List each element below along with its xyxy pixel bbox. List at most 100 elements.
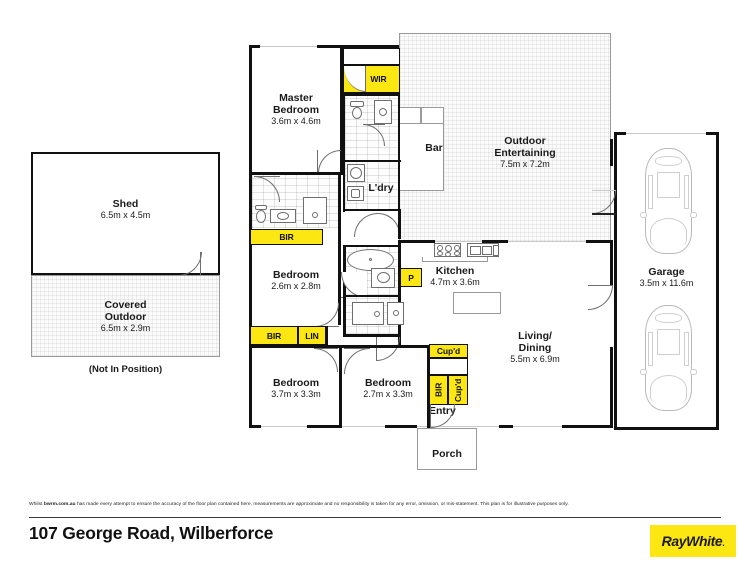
window-bottom-living-2 <box>513 426 562 428</box>
exterior-wall-bottom-2 <box>307 425 340 428</box>
exterior-wall-top-master-right <box>317 45 399 48</box>
exterior-wall-left <box>249 45 252 235</box>
car1-mirror-right <box>690 212 697 218</box>
wall-hall-vertical <box>398 240 401 310</box>
porch-outline <box>417 428 477 470</box>
cooktop-burner-4 <box>437 251 443 256</box>
basin-main-bath <box>377 272 390 283</box>
wall-kitchen-top-2 <box>482 240 508 243</box>
wall-shower-room-left <box>343 297 346 336</box>
master-bedroom-name-1: Master <box>279 92 313 104</box>
toilet-cistern-ensuite <box>350 101 364 107</box>
garage-pedestrian-door-swing <box>592 190 616 214</box>
bedroom3-door-leaf <box>314 348 338 350</box>
sink-bowl-2 <box>482 246 492 255</box>
wall-bedroom3-top <box>249 345 342 348</box>
garage-name: Garage <box>648 266 685 278</box>
window-top-master <box>260 46 317 48</box>
wall-ldry-bottom <box>343 209 401 212</box>
bathroom-upper-door-leaf <box>254 176 280 178</box>
shower-rose-lower <box>374 311 380 317</box>
cupd-tag-top: Cup'd <box>429 344 468 358</box>
cooktop-burner-5 <box>445 252 451 257</box>
wall-hall-lower <box>398 310 401 348</box>
garage-label: Garage 3.5m x 11.6m <box>614 266 719 288</box>
wall-shower-room-bottom <box>343 334 401 337</box>
exterior-wall-right-top <box>610 139 613 166</box>
garage-wall-top <box>614 132 626 135</box>
toilet-pan-ensuite <box>352 107 362 119</box>
wall-bath-upper-right <box>338 172 341 230</box>
bedroom3-label: Bedroom 3.7m x 3.3m <box>252 377 340 399</box>
cooktop-burner-1 <box>437 245 443 251</box>
wall-bedroom4-right <box>427 345 430 428</box>
disclaimer-post: has made every attempt to ensure the acc… <box>75 502 569 507</box>
wall-ensuite-left <box>343 93 346 163</box>
wall-bedroom2-right <box>338 230 341 325</box>
bedroom4-name: Bedroom <box>364 377 412 389</box>
cupboard-knob <box>393 310 399 316</box>
toilet-cistern-bath-upper <box>255 205 267 210</box>
bedroom2-door-swing <box>315 303 339 327</box>
cooktop-burner-3 <box>454 245 460 251</box>
wall-main-bath-bottom <box>343 295 373 298</box>
raywhite-logo-text: RayWhite. <box>662 533 725 549</box>
exterior-wall-top-left <box>249 45 260 48</box>
car1-side-right <box>684 175 689 209</box>
wall-bath-upper-top <box>249 172 343 175</box>
car2-cabin <box>657 329 680 355</box>
sink-bowl-1 <box>470 246 481 255</box>
exterior-wall-right-living-lower <box>610 347 613 428</box>
bedroom3-dims: 3.7m x 3.3m <box>271 389 321 400</box>
garage-dims: 3.5m x 11.6m <box>639 278 694 289</box>
car1-cabin <box>657 172 680 198</box>
car2-side-left <box>648 332 653 366</box>
laundry-tub-bowl <box>350 167 362 179</box>
living-garage-door-leaf <box>588 285 613 287</box>
bedroom2-label: Bedroom 2.6m x 2.8m <box>252 269 340 291</box>
shower-bath-upper <box>303 197 327 224</box>
master-bedroom-door-swing <box>318 150 341 173</box>
kitchen-bench-line <box>422 257 488 262</box>
garage-wall-right <box>716 132 719 429</box>
not-in-position-note: (Not In Position) <box>88 364 163 375</box>
kitchen-label: Kitchen 4.7m x 3.6m <box>413 265 497 287</box>
toilet-pan-bath-upper <box>256 210 266 223</box>
cupd-label-top: Cup'd <box>436 346 461 356</box>
bedroom4-label: Bedroom 2.7m x 3.3m <box>344 377 432 399</box>
wall-ldry-right <box>398 160 401 212</box>
entry-door-leaf <box>430 404 432 428</box>
garage-wall-left <box>614 132 617 429</box>
exterior-wall-bottom-3 <box>385 425 417 428</box>
plan-footer: Whilst bwrm.com.au has made every attemp… <box>0 495 750 563</box>
wall-kitchen-top <box>399 240 435 243</box>
window-kitchen-top <box>435 241 482 243</box>
exterior-wall-bottom-1 <box>249 425 261 428</box>
disclaimer-pre: Whilst <box>29 502 44 507</box>
bedroom4-door-leaf <box>344 348 370 350</box>
wall-ldry-left <box>343 160 346 212</box>
cooktop-burner-2 <box>445 245 452 252</box>
laundry-door-swing <box>354 213 378 237</box>
exterior-wall-bottom-4 <box>499 425 513 428</box>
shower-waste-bath-upper <box>312 212 318 218</box>
garage-wall-bottom <box>614 427 719 430</box>
shower-tray-lower <box>352 302 384 325</box>
exterior-wall-right-living <box>610 242 613 285</box>
wir-label: WIR <box>370 74 387 84</box>
dish-drainer <box>493 245 499 256</box>
hall-door-swing <box>376 337 400 361</box>
bedroom3-door-swing <box>314 348 338 372</box>
wall-bedroom4-top <box>341 345 429 348</box>
logo-ray: Ray <box>661 533 687 549</box>
exterior-wall-bottom-5 <box>562 425 613 428</box>
wall-bedroom3-right <box>339 345 342 428</box>
living-dining-label: Living/ Dining 5.5m x 6.9m <box>490 330 580 364</box>
car2-hood-line <box>650 375 687 403</box>
living-dining-dims: 5.5m x 6.9m <box>510 354 560 365</box>
master-door-leaf <box>317 150 319 173</box>
living-to-garage-door-swing <box>588 285 613 310</box>
garage-wall-top-right <box>706 132 719 135</box>
car1-hood-line <box>650 218 687 246</box>
lin-tag: LIN <box>298 326 326 345</box>
